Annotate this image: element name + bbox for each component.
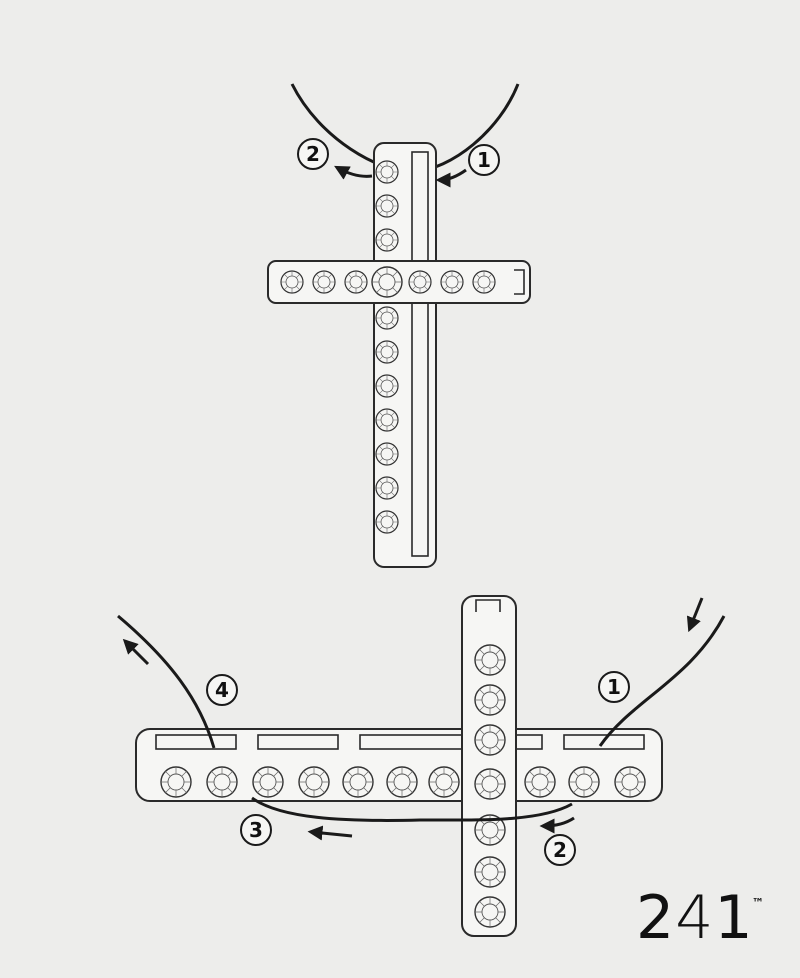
top-arrow-2 (334, 165, 373, 180)
svg-text:1: 1 (607, 675, 621, 699)
logo-digit-4: 4 (675, 883, 715, 953)
bottom-bar-top-bracket (475, 599, 501, 612)
bottom-step-2: 2 (544, 834, 576, 866)
bottom-arrow-3 (307, 825, 353, 841)
bottom-horizontal-bar (135, 728, 663, 802)
logo-digit-2: 2 (636, 883, 676, 953)
top-vertical-channel (411, 151, 429, 557)
svg-text:1: 1 (477, 148, 491, 172)
bottom-cross: 1 2 3 4 (117, 595, 726, 937)
trademark-mark: ™ (752, 896, 764, 910)
svg-text:2: 2 (306, 142, 320, 166)
svg-text:2: 2 (553, 838, 567, 862)
top-step-1: 1 (468, 144, 500, 176)
top-arrow-1 (435, 168, 467, 188)
bottom-arrow-1 (686, 597, 704, 633)
top-step-2: 2 (297, 138, 329, 170)
bottom-arrow-4 (122, 638, 150, 666)
bottom-step-4: 4 (206, 674, 238, 706)
brand-logo: 241 (636, 888, 754, 948)
bottom-slots (155, 734, 645, 750)
top-bar-end-bracket (514, 269, 525, 295)
top-vertical-bar (373, 142, 437, 568)
bottom-arrow-2 (539, 816, 575, 834)
svg-text:3: 3 (249, 818, 263, 842)
logo-digit-1: 1 (714, 883, 754, 953)
bottom-chain-right (598, 615, 726, 747)
bottom-step-1: 1 (598, 671, 630, 703)
svg-text:4: 4 (215, 678, 229, 702)
top-cross: 1 2 (267, 83, 531, 568)
bottom-step-3: 3 (240, 814, 272, 846)
bottom-vertical-bar (461, 595, 517, 937)
bottom-chain-under (251, 796, 573, 822)
bottom-chain-left (117, 614, 216, 749)
